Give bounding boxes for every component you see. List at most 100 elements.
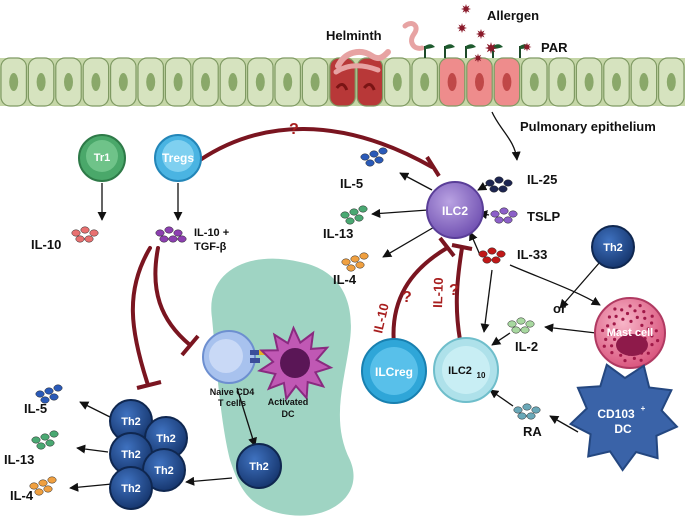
mast-granule	[607, 332, 612, 336]
il4-th2-particle	[29, 482, 39, 490]
mast-granule	[650, 314, 654, 318]
mast-granule	[632, 356, 637, 360]
il13-th2-particle	[36, 442, 46, 450]
tslp-particle	[499, 207, 509, 215]
allergen-icon	[473, 53, 483, 63]
il13-particle	[349, 208, 359, 216]
ra-label: RA	[523, 424, 542, 439]
mast-granule	[638, 304, 642, 308]
il10-tgfb-particle	[168, 235, 178, 243]
mast-granule	[633, 309, 637, 313]
activated-dc-label-2: DC	[282, 409, 295, 419]
ilc2-to-il5-arrow	[399, 172, 433, 191]
mast-granule	[650, 343, 654, 347]
il2-label: IL-2	[515, 339, 538, 354]
mast-cell-label: Mast cell	[607, 327, 653, 339]
il33-label: IL-33	[517, 247, 547, 262]
mast-cell-to-il2-arrow	[544, 323, 597, 334]
ilcreg-inhibit-ilc2-line	[391, 246, 449, 347]
cell-nucleus	[91, 73, 101, 91]
par-receptor-icon	[466, 44, 476, 49]
cell-nucleus	[118, 73, 128, 91]
il4-th2-particle	[38, 479, 48, 487]
ilcreg-inhibit-ilc2-bar	[438, 236, 456, 258]
mast-granule	[656, 339, 660, 343]
ilcreg-cell: ILCreg	[361, 338, 427, 404]
il13-th2-particle	[49, 430, 59, 438]
th2-cluster-label: Th2	[121, 483, 141, 495]
il13-th2-label: IL-13	[4, 452, 34, 467]
il10-tgfb-particle	[173, 229, 183, 237]
il10-particle	[71, 229, 81, 237]
helminth-body-icon	[333, 63, 381, 75]
il33-particle	[478, 250, 488, 258]
il5-th2-particle	[35, 390, 45, 398]
cytokine-particles	[29, 147, 541, 496]
tregs-label: Tregs	[162, 151, 194, 165]
il13-th2-particle	[31, 436, 41, 444]
il4-th2-particle	[34, 488, 44, 496]
mast-granule	[602, 344, 606, 348]
inhibit-dc-line	[153, 246, 192, 347]
mast-granule	[650, 321, 654, 325]
th2-cell-right: Th2	[591, 225, 635, 269]
mast-granule	[629, 319, 633, 323]
il33-to-ilc2-10-arrow	[480, 269, 493, 333]
question-mark-3: ?	[449, 282, 459, 299]
mast-granule	[635, 315, 639, 319]
th2-cluster-cell: Th2	[109, 466, 153, 510]
th2-cluster-label: Th2	[121, 449, 141, 461]
ilcreg-label: ILCreg	[375, 365, 413, 379]
tslp-particle	[494, 216, 504, 224]
activated-dc-cell: Activated DC	[257, 325, 334, 419]
dc-to-ra-arrow	[549, 415, 579, 433]
th2-to-il4-arrow	[69, 482, 113, 492]
cd103-dc-cell: CD103 + DC	[568, 363, 679, 472]
il10-ilcreg-label: IL-10	[370, 302, 391, 335]
tregs-inhibit-ilc2-line	[198, 127, 434, 169]
pulmonary-epithelium-label: Pulmonary epithelium	[520, 119, 656, 134]
cell-nucleus	[639, 73, 649, 91]
mast-granule	[646, 327, 650, 331]
il25-label: IL-25	[527, 172, 557, 187]
il33-particle	[496, 250, 506, 258]
dc-label: DC	[614, 422, 632, 436]
il2-to-ilc2-10-arrow	[491, 332, 511, 346]
il13-particle	[354, 214, 364, 222]
il5-particle	[378, 147, 388, 155]
ilc2-to-il4-arrow	[382, 225, 437, 258]
cell-nucleus	[584, 73, 594, 91]
th2-cell-zone: Th2	[236, 443, 282, 489]
par-label: PAR	[541, 40, 568, 55]
inhibit-dc-bar	[180, 334, 200, 357]
il13-ilc2-label: IL-13	[323, 226, 353, 241]
il10-ilc2-10-label: IL-10	[430, 277, 446, 308]
il25-particle	[494, 176, 504, 184]
il5-th2-particle	[44, 387, 54, 395]
allergen-icon	[522, 42, 532, 52]
il5-th2-particle	[53, 384, 63, 392]
allergen-label: Allergen	[487, 8, 539, 23]
mast-granule	[613, 307, 617, 311]
helminth-icon	[335, 48, 391, 69]
mast-cell: Mast cell	[594, 297, 666, 369]
mast-granule	[610, 344, 614, 348]
helminth-label: Helminth	[326, 28, 382, 43]
ilc2-label: ILC2	[442, 204, 468, 218]
il13-th2-particle	[40, 433, 50, 441]
il13-particle	[340, 211, 350, 219]
tregs-inhibit-ilc2-bar	[425, 155, 441, 178]
ra-particle	[531, 406, 541, 414]
cell-nucleus	[392, 73, 402, 91]
il5-particle	[365, 159, 375, 167]
il4-ilc2-label: IL-4	[333, 272, 357, 287]
il10-label: IL-10	[31, 237, 61, 252]
il25-particle	[503, 179, 513, 187]
il5-particle	[369, 150, 379, 158]
il25-particle	[485, 179, 495, 187]
ra-particle	[526, 412, 536, 420]
cell-nucleus	[420, 73, 430, 91]
mast-granule	[620, 308, 624, 312]
cell-nucleus	[447, 73, 457, 91]
activated-dc-label-1: Activated	[268, 397, 309, 407]
